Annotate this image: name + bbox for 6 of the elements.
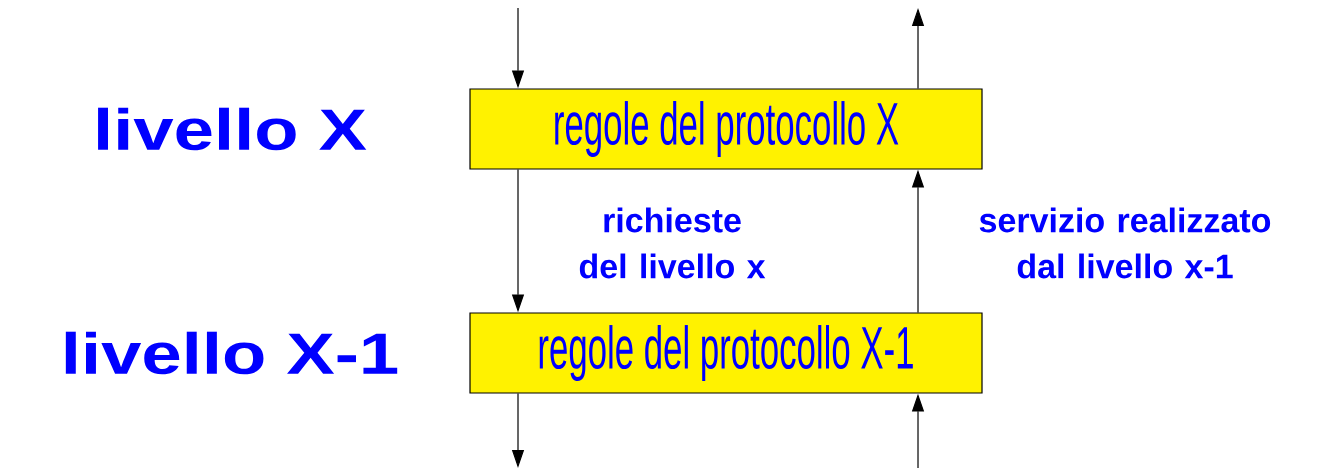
protocol-box: regole del protocollo X bbox=[469, 88, 983, 170]
edge-label: servizio realizzato dal livello x-1 bbox=[979, 207, 1271, 279]
level-label: livello X-1 bbox=[65, 331, 398, 375]
protocol-box: regole del protocollo X-1 bbox=[469, 312, 983, 394]
level-label: livello X bbox=[98, 107, 367, 151]
edge-label: richieste del livello x bbox=[579, 207, 766, 279]
